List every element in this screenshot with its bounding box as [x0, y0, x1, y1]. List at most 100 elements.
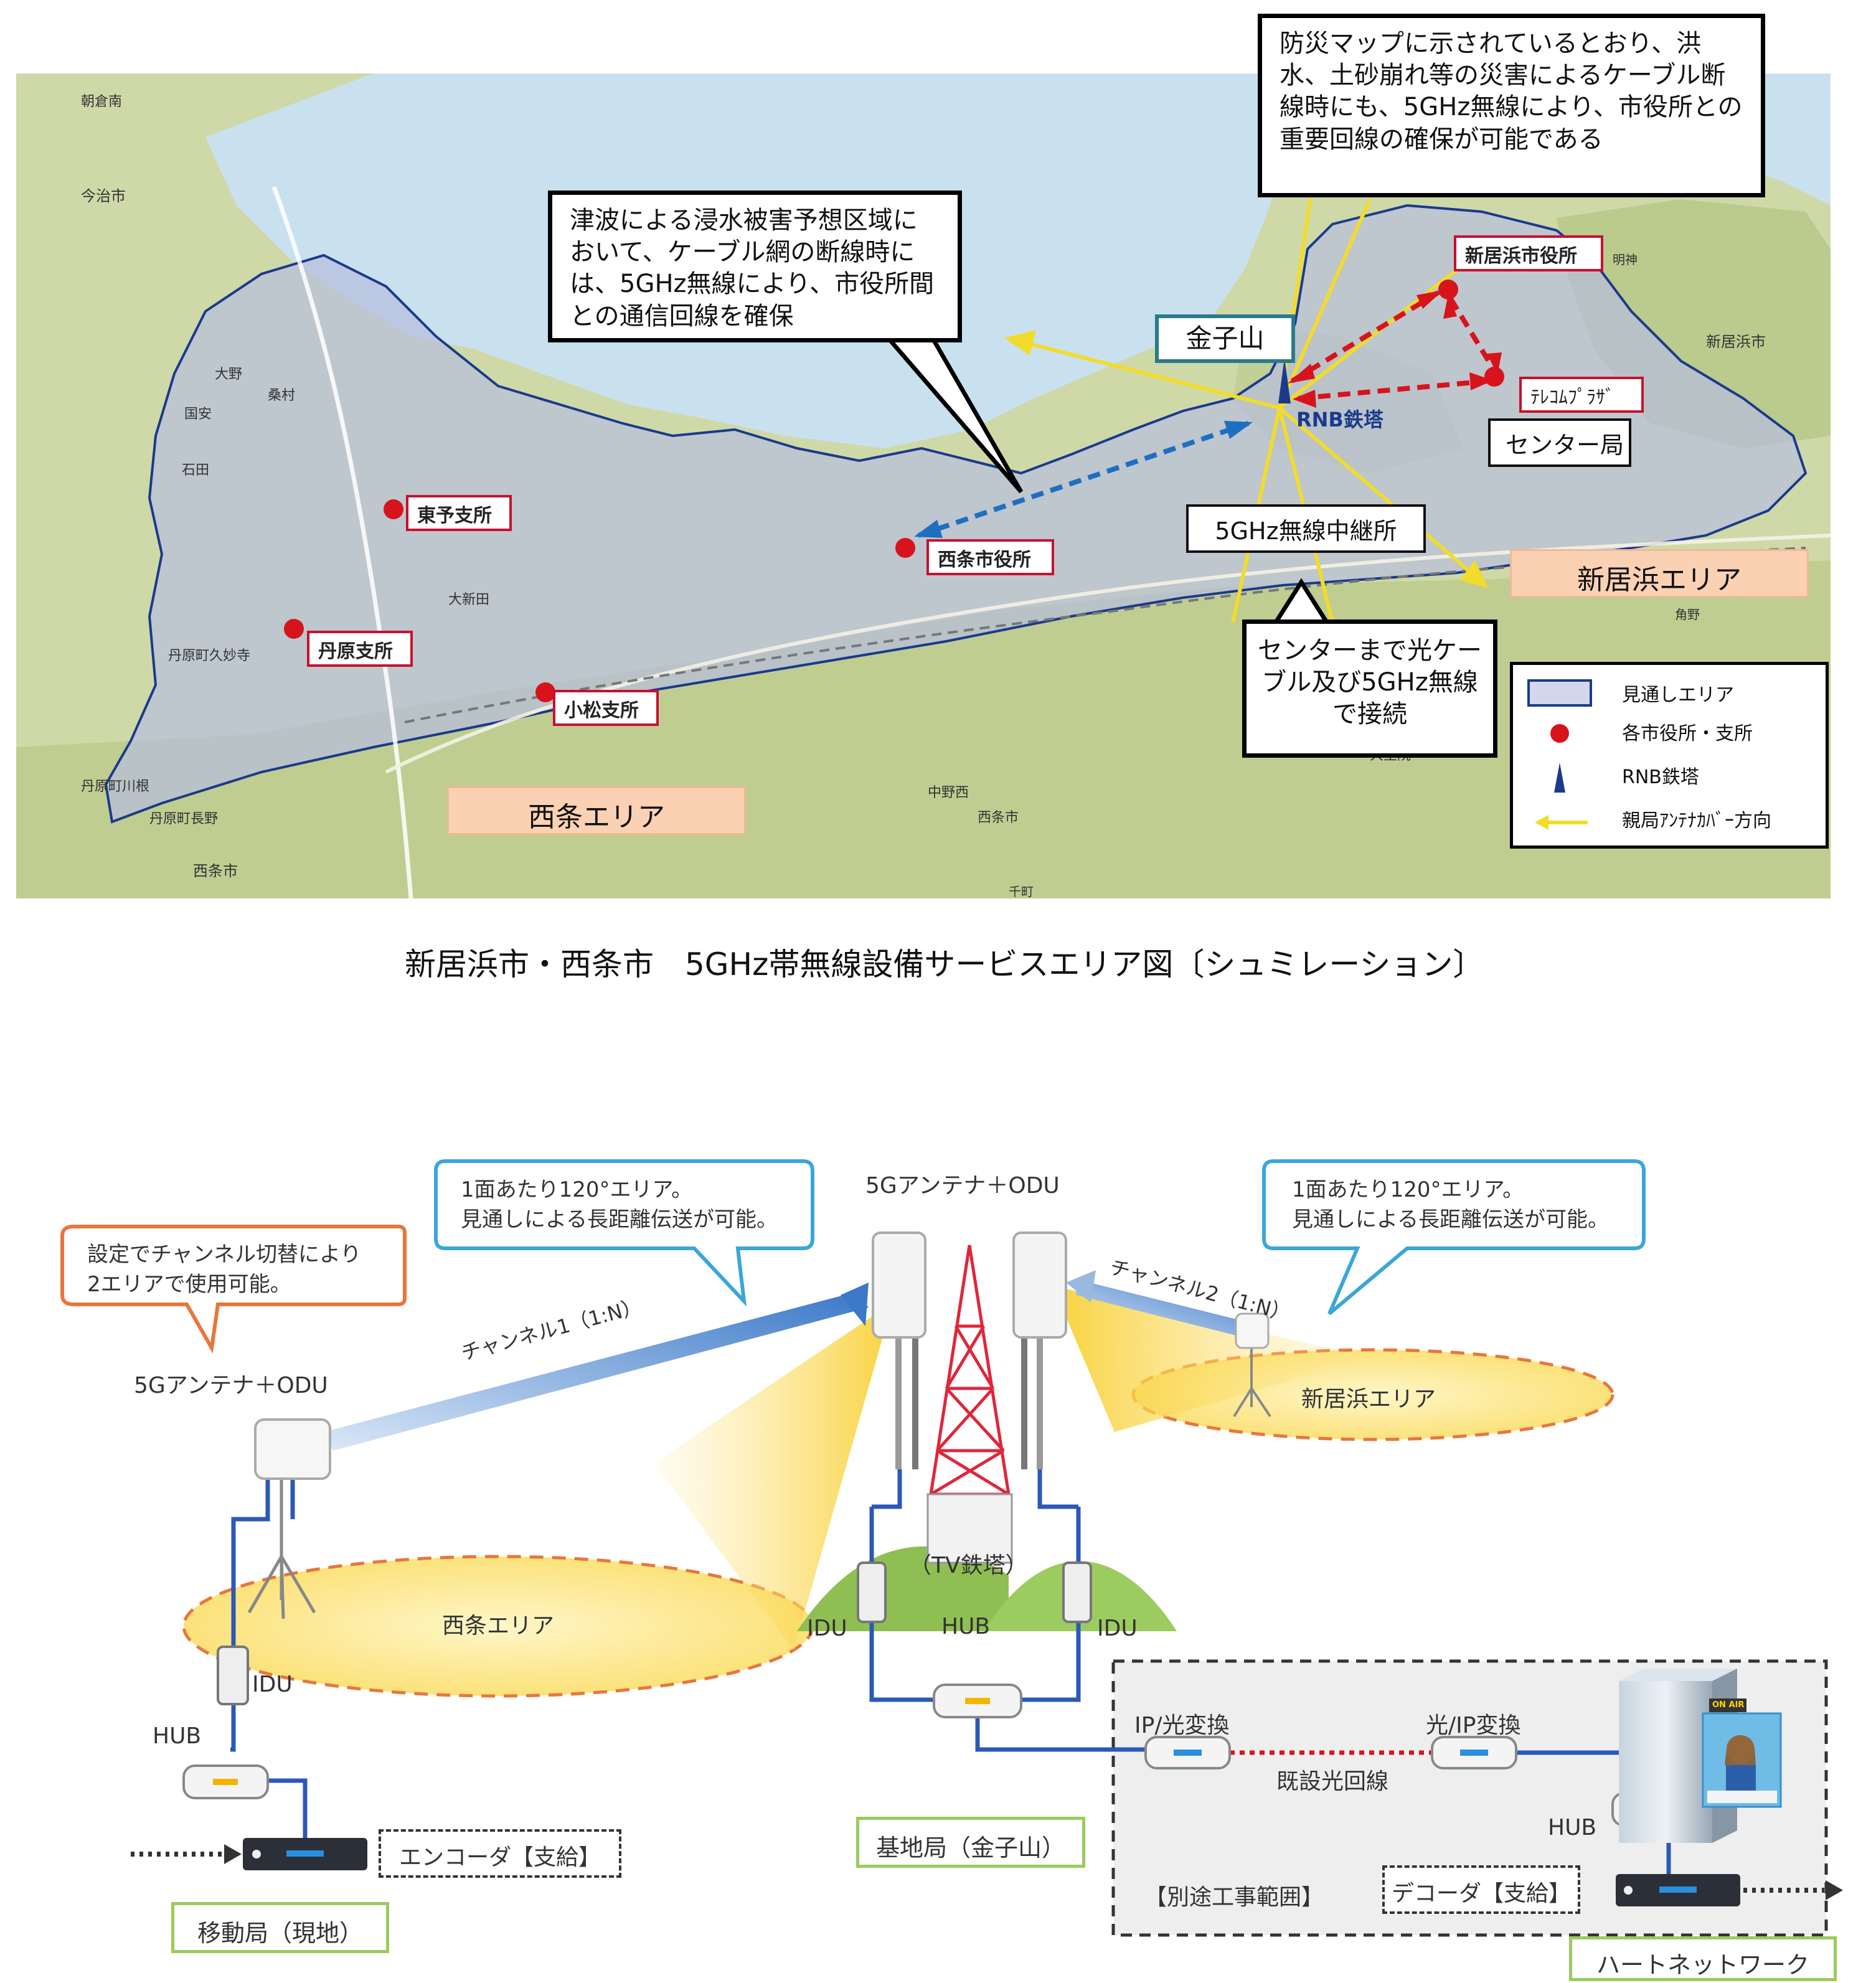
label-idu-left: IDU [252, 1672, 293, 1697]
label-toyo: 東予支所 [406, 495, 512, 531]
yellow-arrowhead-east [1460, 560, 1489, 588]
red-arrowheads [1288, 290, 1502, 408]
callout-center-connection: センターまで光ケーブル及び5GHz無線で接続 [1242, 619, 1497, 758]
studio-person-hair [1725, 1735, 1756, 1765]
place-name-9: 丹原町長野 [149, 811, 219, 827]
label-niihama-area-diagram: 新居浜エリア [1301, 1387, 1436, 1412]
line-of-sight-area [104, 204, 1808, 824]
cable-opt-ip-to-hub [1516, 1750, 1671, 1781]
place-name-7: 丹原町久妙寺 [168, 648, 251, 664]
label-hub-left: HUB [153, 1723, 202, 1749]
encoder-led [252, 1850, 261, 1858]
blue-arrowhead-west [914, 520, 943, 538]
bubble-blue-left-text: 1面あたり120°エリア。 見通しによる長距離伝送が可能。 [461, 1177, 778, 1232]
cable-c-left-pole [872, 1469, 902, 1509]
cable-left-idu-hub [230, 1693, 236, 1752]
mast-left-2 [895, 1332, 902, 1469]
place-name-17: 西条市 [978, 810, 1019, 826]
cable-left-pole-idu [231, 1476, 270, 1650]
label-existing-line: 既設光回線 [1276, 1769, 1389, 1794]
label-hub-right: HUB [1548, 1815, 1597, 1840]
building-side [1712, 1669, 1737, 1843]
cable-c-right-pole [1037, 1469, 1078, 1509]
cable-center-right [1021, 1507, 1081, 1702]
converter-ip-optical [1144, 1736, 1231, 1769]
cable-hub-center-down [975, 1709, 1146, 1752]
hub-center [933, 1684, 1022, 1718]
mast-right-2 [1037, 1332, 1043, 1469]
dot-toyo [384, 499, 403, 519]
map-legend: 見通しエリア 各市役所・支所 RNB鉄塔 親局ｱﾝﾃﾅｶﾊﾞｰ方向 [1510, 662, 1829, 849]
place-name-13: 明神 [1613, 252, 1638, 267]
hub-center-light [965, 1698, 990, 1704]
building-top [1619, 1669, 1737, 1681]
building-front [1619, 1681, 1712, 1843]
label-kaneko-yama-text: 金子山 [1185, 323, 1265, 354]
studio-desk [1707, 1791, 1777, 1803]
label-saijo-area-diagram: 西条エリア [442, 1613, 555, 1639]
place-name-11: 千町 [1009, 884, 1034, 899]
legend-red-dot [1550, 724, 1569, 743]
decoder-led [1624, 1886, 1633, 1895]
center-cables [872, 1469, 1078, 1509]
legend-item-1: 各市役所・支所 [1622, 723, 1753, 745]
place-name-3: 桑村 [268, 388, 296, 403]
label-antenna-center: 5Gアンテナ＋ODU [865, 1173, 1060, 1199]
label-on-air: ON AIR [1712, 1700, 1745, 1710]
callout-middle-pointer [889, 339, 1024, 494]
hub-right [1611, 1792, 1695, 1827]
hub-left [182, 1764, 269, 1799]
place-name-1: 今治市 [81, 187, 126, 205]
tower-outline [929, 1245, 1011, 1496]
tripod-left-leg1 [247, 1555, 283, 1614]
bubble-blue-right-text: 1面あたり120°エリア。 見通しによる長距離伝送が可能。 [1292, 1177, 1609, 1232]
converter-optical-ip-light [1460, 1750, 1488, 1756]
tripod-left-leg2 [280, 1555, 316, 1614]
label-channel2: チャンネル2（1:N） [1107, 1255, 1293, 1326]
label-center-station: センター局 [1488, 418, 1631, 467]
center-antenna-left [872, 1232, 926, 1339]
hub-left-light [213, 1779, 238, 1785]
studio-person-body [1726, 1765, 1756, 1791]
legend-tower [1554, 763, 1565, 793]
studio-person-head [1727, 1736, 1754, 1763]
encoder-light [286, 1850, 324, 1857]
label-base-station: 基地局（金子山） [856, 1817, 1085, 1868]
decoder-device [1616, 1874, 1740, 1906]
encoder-device [243, 1838, 367, 1870]
yellow-line-west [1011, 337, 1280, 410]
left-antenna [254, 1418, 331, 1480]
callout-disaster-map: 防災マップに示されているとおり、洪水、土砂崩れ等の災害によるケーブル断線時にも、… [1258, 14, 1765, 197]
cable-center-left [869, 1507, 934, 1702]
red-arrowhead-3 [1293, 390, 1316, 408]
label-mobile-station: 移動局（現地） [171, 1902, 389, 1953]
office-dots [284, 280, 1504, 702]
tower-cross-1 [930, 1325, 1010, 1496]
converter-optical-ip [1431, 1736, 1517, 1769]
legend-item-3: 親局ｱﾝﾃﾅｶﾊﾞｰ方向 [1622, 810, 1771, 832]
label-separate-work: 【別途工事範囲】 [1144, 1885, 1324, 1910]
label-kaneko-yama: 金子山 [1155, 314, 1295, 363]
red-link-hall [1290, 290, 1440, 384]
red-arrowhead-4 [1469, 372, 1493, 390]
place-name-6: 大新田 [448, 592, 490, 608]
label-idu-center-left: IDU [807, 1616, 847, 1641]
label-channel1: チャンネル1（1:N） [458, 1294, 644, 1365]
mast-left [912, 1332, 918, 1469]
label-encoder: エンコーダ【支給】 [379, 1829, 621, 1878]
label-hub-center: HUB [941, 1614, 991, 1639]
red-links [1290, 290, 1497, 401]
place-name-4: 国安 [184, 407, 212, 422]
legend-item-0: 見通しエリア [1622, 684, 1734, 706]
legend-symbols [1527, 679, 1592, 830]
yellow-line-east [1278, 406, 1483, 584]
channel2-arrowhead [1066, 1270, 1096, 1302]
cable-left-hub-encoder [268, 1778, 308, 1862]
place-name-12: 新居浜市 [1706, 333, 1766, 351]
place-name-2: 大野 [215, 367, 243, 382]
idu-left [217, 1646, 249, 1705]
beam-left [654, 1289, 884, 1650]
label-idu-center-right: IDU [1097, 1616, 1138, 1641]
label-telecom-plaza: ﾃﾚｺﾑﾌﾟﾗｻﾞ [1519, 377, 1644, 413]
